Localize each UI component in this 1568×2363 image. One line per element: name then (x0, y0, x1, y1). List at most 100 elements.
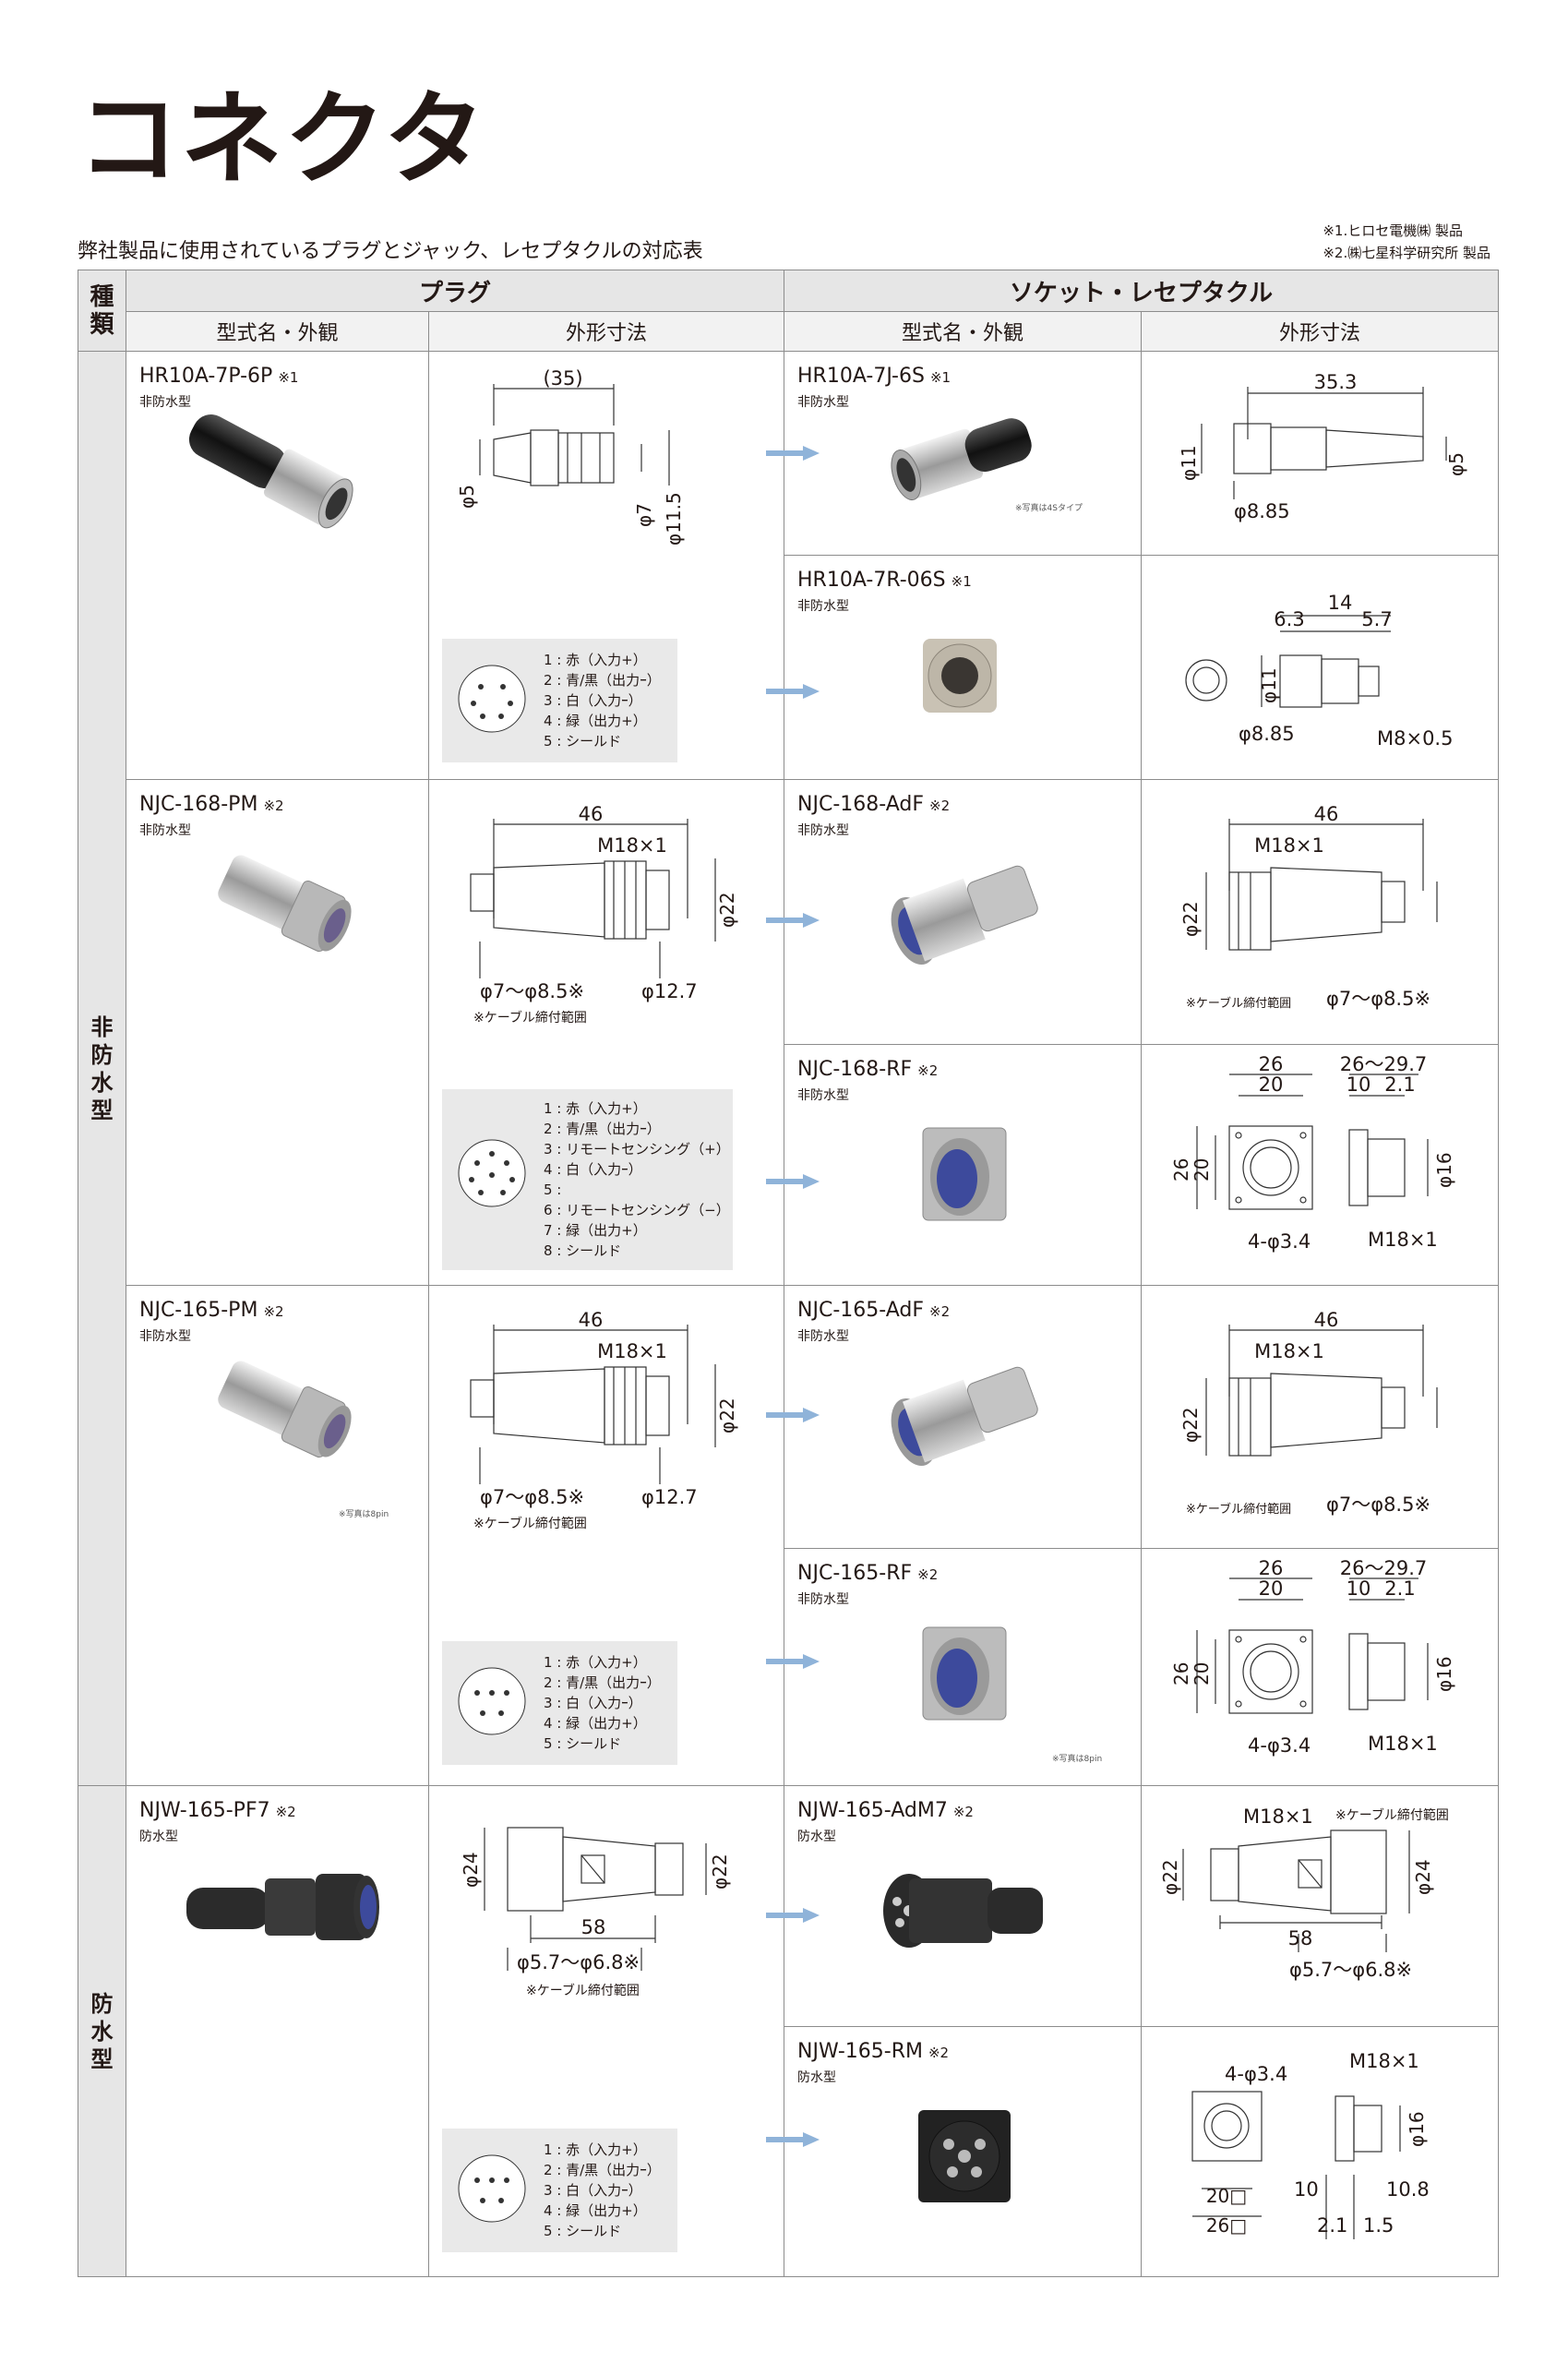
pin-2: 2 : 青/黒（出力ｰ） (544, 1673, 661, 1691)
dim-thread: M18×1 (1254, 834, 1324, 857)
dim-d3: φ11.5 (663, 492, 685, 546)
pin-1: 1 : 赤（入力+） (544, 651, 647, 668)
photo-note: ※写真は8pin (1052, 1755, 1103, 1764)
pin-assignment: 1 : 赤（入力+） 2 : 青/黒（出力ｰ） 3 : 白（入力ｰ） 4 : 緑… (442, 638, 677, 762)
dim-thread: M18×1 (1243, 1805, 1313, 1828)
plug-dim-cell: φ24 φ22 58 φ5.7〜φ6.8※ ※ケーブル締付範囲 (427, 1785, 820, 2027)
socket-type: 防水型 (797, 1829, 837, 1844)
pin-6: 6 : リモートセンシング（−） (544, 1201, 730, 1218)
note-1: ※1.ヒロセ電機㈱ 製品 (1323, 222, 1463, 239)
pin-5: 5 : シールド (544, 732, 622, 750)
dim-d1: φ22 (716, 892, 738, 928)
plug-photo (186, 1874, 379, 1940)
dim-d1: φ24 (460, 1852, 482, 1888)
pin-cell: 1 : 赤（入力+） 2 : 青/黒（出力ｰ） 3 : 白（入力ｰ） 4 : 緑… (427, 1548, 820, 1786)
dim-w1: 20□ (1206, 2185, 1247, 2207)
socket-dimension-drawing: M18×1 ※ケーブル締付範囲 φ22 φ24 58 φ5.7〜φ6.8※ (1159, 1805, 1449, 1981)
dim-w2: 26□ (1206, 2214, 1247, 2237)
socket-cell: NJW-165-RM※2 防水型 (784, 2026, 1143, 2277)
dim-cable: φ7〜φ8.5※ (1326, 988, 1430, 1010)
dim-thread: M8×0.5 (1377, 727, 1453, 750)
dim-d1: φ16 (1433, 1152, 1455, 1188)
pin-2: 2 : 青/黒（出力ｰ） (544, 2161, 661, 2178)
dim-c: 2.1 (1317, 2214, 1347, 2237)
plug-model-header: 型式名・外観 (126, 311, 429, 352)
socket-photo (922, 1127, 1007, 1221)
socket-dimension-drawing: 46 M18×1 φ22 ※ケーブル締付範囲 φ7〜φ8.5※ (1179, 803, 1438, 1011)
socket-photo (918, 2110, 1011, 2202)
dim-thread: M18×1 (597, 1340, 667, 1362)
socket-dim-cell: 46 M18×1 φ22 ※ケーブル締付範囲 φ7〜φ8.5※ (1141, 1285, 1500, 1549)
socket-cell: NJC-168-AdF※2 非防水型 (784, 779, 1143, 1045)
socket-dimension-drawing: 14 6.3 5.7 φ11 φ8.85 M8×0.5 (1185, 592, 1454, 750)
socket-dim-cell: 26 20 26 20 26〜29.7 10 2.1 φ16 4-φ3.4 M1… (1141, 1044, 1500, 1286)
socket-dimension-drawing: 4-φ3.4 M18×1 φ16 10 10.8 2.1 1.5 20□ 26□ (1191, 2050, 1430, 2239)
dim-h2: 20 (1191, 1158, 1213, 1182)
dim-c: 5.7 (1361, 608, 1392, 630)
dim-d1: φ22 (1159, 1859, 1181, 1895)
socket-cell: NJW-165-AdM7※2 防水型 (784, 1785, 1143, 2027)
plug-dim-cell: (35) φ5 φ7 φ11.5 (427, 351, 820, 556)
socket-dimension-drawing: 26 20 26 20 26〜29.7 10 2.1 φ16 4-φ3.4 M1… (1170, 1557, 1455, 1757)
pin-assignment: 1 : 赤（入力+） 2 : 青/黒（出力ｰ） 3 : 白（入力ｰ） 4 : 緑… (442, 1640, 677, 1765)
plug-type: 非防水型 (139, 395, 191, 410)
socket-dim-header: 外形寸法 (1141, 311, 1500, 352)
dim-thread: M18×1 (1349, 2050, 1419, 2072)
dim-length: 58 (581, 1916, 606, 1938)
pin-5: 5 : シールド (544, 1734, 622, 1752)
socket-model: NJC-165-AdF※2 (797, 1299, 951, 1322)
socket-dim-cell: 14 6.3 5.7 φ11 φ8.85 M8×0.5 (1141, 555, 1500, 780)
plug-cell: NJC-165-PM※2 非防水型 ※写真は8pin (126, 1285, 429, 1786)
plug-cell: HR10A-7P-6P※1 非防水型 (126, 351, 429, 780)
socket-dimension-drawing: 35.3 φ11 φ5 φ8.85 (1178, 371, 1467, 522)
plug-type: 非防水型 (139, 823, 191, 838)
socket-model: NJW-165-AdM7※2 (797, 1799, 974, 1822)
pin-layout-icon (458, 1667, 526, 1734)
pin-8: 8 : シールド (544, 1241, 622, 1259)
socket-model: NJC-165-RF※2 (797, 1562, 939, 1585)
plug-photo (188, 414, 353, 529)
plug-cell: NJW-165-PF7※2 防水型 (126, 1785, 429, 2277)
socket-photo (883, 1874, 1044, 1948)
dim-r1: 26〜29.7 (1340, 1053, 1427, 1075)
plug-dimension-drawing: 46 M18×1 φ22 φ7〜φ8.5※ φ12.7 ※ケーブル締付範囲 (470, 803, 738, 1026)
dim-length: 46 (1314, 803, 1339, 825)
cable-note: ※ケーブル締付範囲 (1186, 996, 1291, 1011)
pin-7: 7 : 緑（出力+） (544, 1221, 647, 1239)
dim-r1: 26〜29.7 (1340, 1557, 1427, 1579)
dim-length: 46 (579, 803, 604, 825)
dim-d1: φ11 (1178, 445, 1200, 481)
dim-holes: 4-φ3.4 (1248, 1230, 1311, 1253)
dim-d3: φ8.85 (1234, 500, 1290, 522)
dim-w2: 20 (1259, 1577, 1284, 1600)
plug-dimension-drawing: 46 M18×1 φ22 φ7〜φ8.5※ φ12.7 ※ケーブル締付範囲 (470, 1309, 738, 1531)
dim-length: 46 (1314, 1309, 1339, 1331)
kind-header: 種類 (78, 270, 126, 352)
dim-h2: 20 (1191, 1662, 1213, 1685)
socket-dim-cell: 4-φ3.4 M18×1 φ16 10 10.8 2.1 1.5 20□ 26□ (1141, 2026, 1500, 2277)
socket-header: ソケット・レセプタクル (784, 270, 1500, 312)
dim-d1: φ11 (1258, 667, 1280, 703)
socket-photo (922, 1626, 1007, 1721)
dim-thread: M18×1 (1368, 1229, 1438, 1251)
dim-d2: φ12.7 (641, 980, 698, 1002)
socket-type: 非防水型 (797, 1592, 850, 1607)
pin-3: 3 : 白（入力ｰ） (544, 2181, 642, 2199)
pin-1: 1 : 赤（入力+） (544, 2141, 647, 2158)
dim-d1: φ22 (716, 1397, 738, 1433)
socket-type: 非防水型 (797, 1329, 850, 1344)
pin-3: 3 : 白（入力ｰ） (544, 1694, 642, 1711)
pin-5: 5 : シールド (544, 2222, 622, 2239)
cable-note: ※ケーブル締付範囲 (1186, 1502, 1291, 1517)
dim-d1: φ22 (1179, 901, 1202, 937)
dim-w2: 20 (1259, 1074, 1284, 1096)
dim-b: 10.8 (1386, 2178, 1430, 2201)
pin-2: 2 : 青/黒（出力ｰ） (544, 1120, 661, 1137)
socket-cell: NJC-165-AdF※2 非防水型 (784, 1285, 1143, 1549)
socket-dim-cell: 35.3 φ11 φ5 φ8.85 (1141, 351, 1500, 556)
dim-h1: 26 (1170, 1158, 1192, 1182)
dim-b: 6.3 (1274, 608, 1304, 630)
dim-cable: φ7〜φ8.5※ (480, 1486, 584, 1508)
plug-cell: NJC-168-PM※2 非防水型 (126, 779, 429, 1286)
dim-d2: φ8.85 (1239, 723, 1295, 745)
